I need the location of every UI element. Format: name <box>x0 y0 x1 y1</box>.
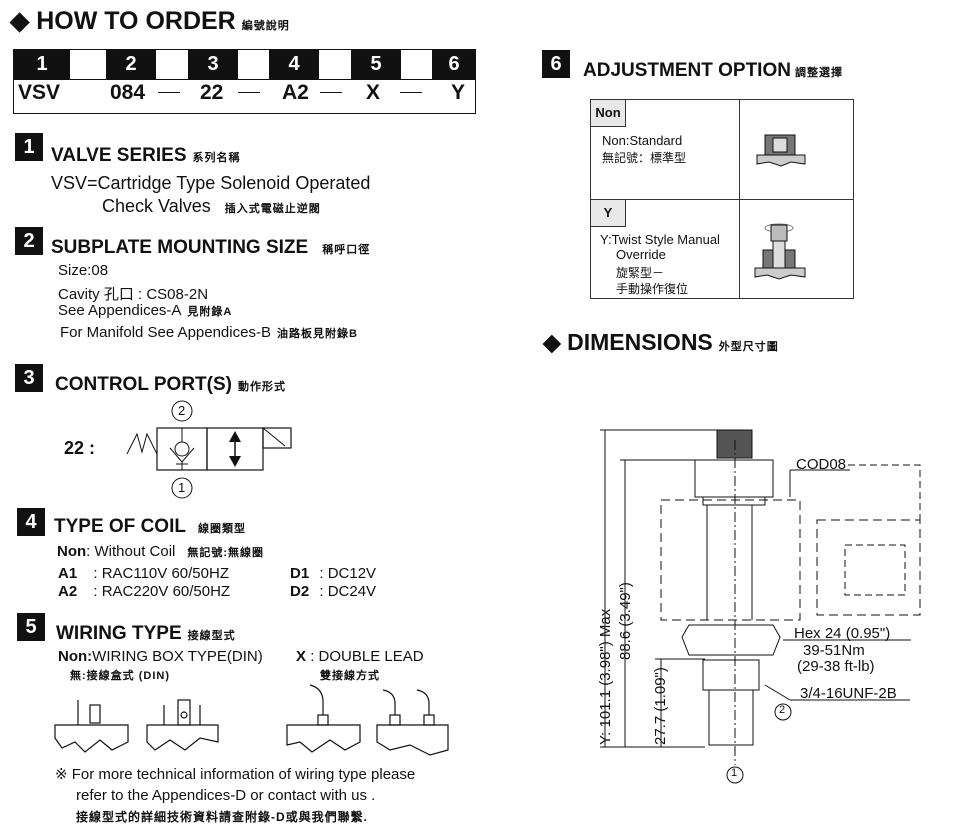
value-size: 084 <box>110 81 146 104</box>
option-non-cjk: 無記號：標準型 <box>602 151 687 165</box>
hex-label: Hex 24 (0.95") <box>794 625 891 642</box>
wiring-diagrams <box>54 684 449 756</box>
value-wiring: X <box>366 81 381 104</box>
din-box-drawing-1 <box>54 700 129 753</box>
control-port-title: CONTROL PORT(S)動作形式 <box>55 374 286 395</box>
position-5: 5 <box>351 50 401 79</box>
port-1-label: 1 <box>178 480 186 495</box>
cavity-text: Cavity 孔口 : CS08-2N <box>58 286 209 303</box>
double-lead-drawing-1 <box>286 684 361 753</box>
din-box-drawing-2 <box>146 699 219 751</box>
cod-label: COD08 <box>796 456 847 473</box>
diamond-icon: ◆ <box>543 329 561 355</box>
section-1-badge: 1 <box>15 133 43 161</box>
wiring-note-3: 接線型式的詳細技術資料請查附錄-D或與我們聯繫. <box>76 810 368 824</box>
option-y-desc: Y:Twist Style Manual <box>600 232 720 247</box>
coil-d2: D2 : DC24V <box>290 583 377 600</box>
dim-port-1: 1 <box>731 767 738 779</box>
wiring-x-cjk: 雙接線方式 <box>320 670 380 682</box>
body-height: 88.6 (3.49") <box>617 582 634 660</box>
adjustment-options-table: Non Non:Standard 無記號：標準型 Y Y:Twist Style… <box>590 99 854 299</box>
position-2: 2 <box>106 50 156 79</box>
value-coil: A2 <box>282 81 309 104</box>
section-4-badge: 4 <box>17 508 45 536</box>
option-y-desc-2: Override <box>616 247 666 262</box>
position-1: 1 <box>14 50 70 79</box>
coil-d1: D1 : DC12V <box>290 565 377 582</box>
dimensions-drawing <box>600 429 921 784</box>
option-y-cjk-2: 手動操作復位 <box>616 282 689 296</box>
valve-symbol-diagram <box>126 400 292 499</box>
coil-a2: A2 : RAC220V 60/50HZ <box>58 583 231 600</box>
torque-ftlb: (29-38 ft-lb) <box>797 658 875 675</box>
thread-label: 3/4-16UNF-2B <box>800 685 897 702</box>
option-non-desc: Non:Standard <box>602 133 683 148</box>
thread-length: 27.7 (1.09") <box>652 667 669 745</box>
section-5-badge: 5 <box>17 613 45 641</box>
option-y-cjk-1: 旋緊型－ <box>616 266 665 280</box>
value-control: 22 <box>200 81 224 104</box>
wiring-non: Non:WIRING BOX TYPE(DIN) <box>58 648 263 665</box>
series-desc: VSV=Cartridge Type Solenoid Operated <box>51 173 371 193</box>
double-lead-drawing-2 <box>376 689 449 756</box>
value-adjustment: Y <box>451 81 466 104</box>
diamond-icon: ◆ <box>10 7 30 35</box>
overall-height: Y: 101.1 (3.98") Max <box>597 608 614 745</box>
coil-a1: A1 : RAC110V 60/50HZ <box>58 565 229 582</box>
wiring-non-cjk: 無:接線盒式 (DIN) <box>70 670 170 682</box>
wiring-note-2: refer to the Appendices-D or contact wit… <box>76 787 376 804</box>
option-y-label: Y <box>591 200 626 227</box>
torque-nm: 39-51Nm <box>803 642 865 659</box>
control-code: 22 : <box>64 438 96 458</box>
section-3-badge: 3 <box>15 364 43 392</box>
port-2-label: 2 <box>178 403 186 418</box>
dim-port-2: 2 <box>779 704 786 716</box>
position-4: 4 <box>269 50 319 79</box>
position-3: 3 <box>188 50 238 79</box>
wiring-note-1: ※ For more technical information of wiri… <box>55 766 416 783</box>
order-code-table: 1 2 3 4 5 6 VSV 084 22 A2 X Y <box>13 49 476 114</box>
position-6: 6 <box>432 50 476 79</box>
wiring-x: X : DOUBLE LEAD <box>296 648 424 665</box>
size-text: Size:08 <box>58 262 109 279</box>
option-non-label: Non <box>591 100 626 127</box>
section-6-badge: 6 <box>542 50 570 78</box>
section-2-badge: 2 <box>15 227 43 255</box>
twist-override-icon <box>754 223 806 280</box>
value-series: VSV <box>18 81 61 104</box>
standard-adjuster-icon <box>756 134 806 167</box>
